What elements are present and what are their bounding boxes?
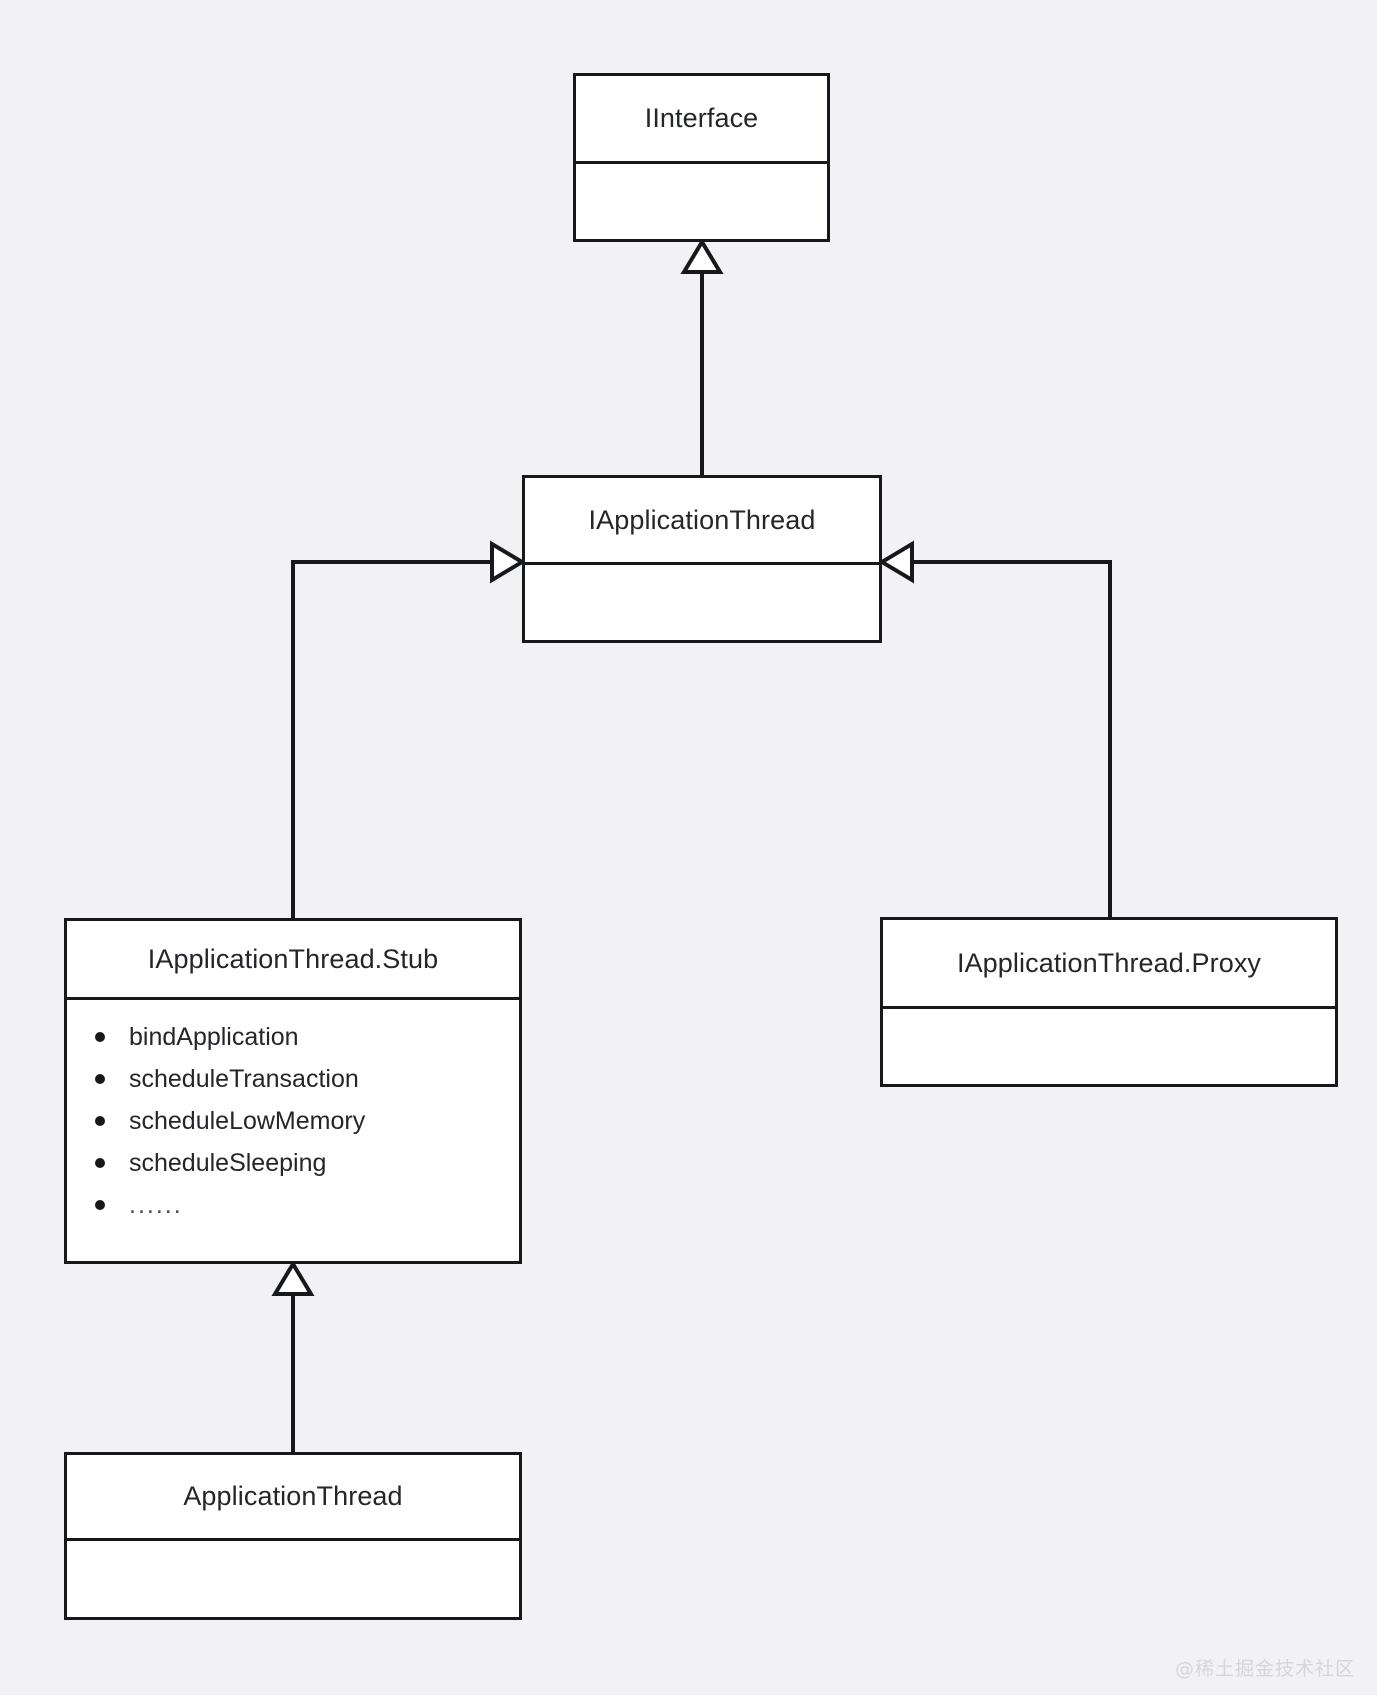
class-body-iinterface [576,161,827,239]
class-name-stub: IApplicationThread.Stub [147,943,439,974]
class-box-iapplicationthread[interactable]: IApplicationThread [522,475,882,643]
member-item: scheduleSleeping [67,1142,519,1184]
class-body-applicationthread [67,1538,519,1617]
class-name-proxy: IApplicationThread.Proxy [956,947,1262,978]
class-name-applicationthread: ApplicationThread [183,1481,403,1511]
relation-proxy-to-iapplicationthread [878,540,1112,917]
class-box-applicationthread[interactable]: ApplicationThread [64,1452,522,1620]
relation-applicationthread-to-stub [271,1260,315,1452]
relation-iapplicationthread-to-iinterface [680,238,724,475]
hollow-triangle-up-icon [680,238,724,274]
relation-stub-to-iapplicationthread [291,540,526,918]
member-item: ...... [67,1184,519,1226]
class-body-iapplicationthread [525,562,879,640]
watermark: @稀土掘金技术社区 [1174,1658,1355,1680]
class-body-proxy [883,1006,1335,1084]
hollow-triangle-left-icon [878,540,914,584]
class-box-proxy[interactable]: IApplicationThread.Proxy [880,917,1338,1087]
member-item: scheduleLowMemory [67,1100,519,1142]
member-item: bindApplication [67,1016,519,1058]
class-name-iinterface: IInterface [644,103,759,133]
member-item: scheduleTransaction [67,1058,519,1100]
class-name-iapplicationthread: IApplicationThread [588,504,816,535]
hollow-triangle-up-icon [271,1260,315,1296]
class-box-iinterface[interactable]: IInterface [573,73,830,242]
hollow-triangle-right-icon [490,540,526,584]
